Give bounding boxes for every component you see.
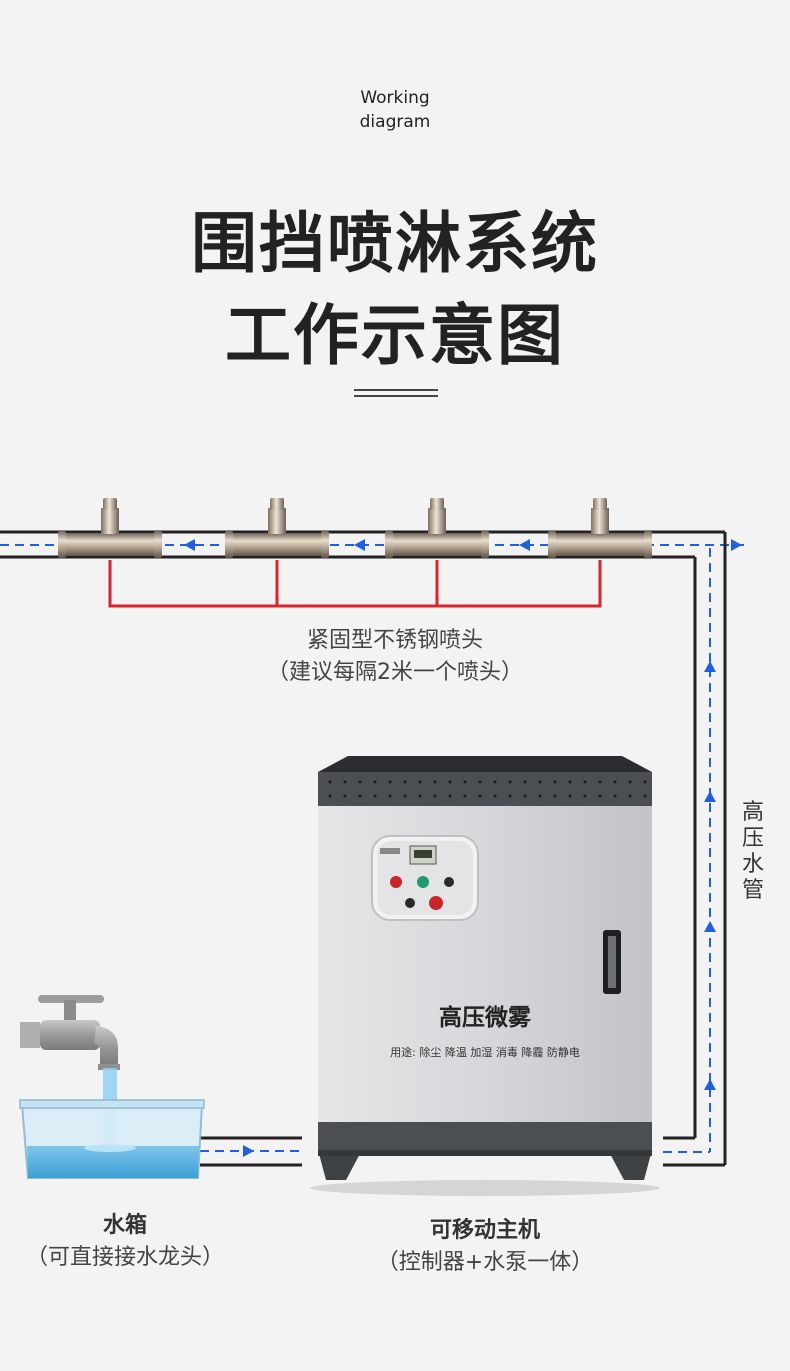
start-button[interactable] [417, 876, 429, 888]
cabinet-brand-label: 高压微雾 [439, 1004, 531, 1031]
title-line-2: 工作示意图 [225, 297, 565, 374]
nozzle-name: 紧固型不锈钢喷头 [306, 628, 483, 653]
nozzle [58, 498, 162, 558]
nozzle [225, 498, 329, 558]
water-tank [19, 1099, 205, 1179]
nozzle-link-lines [108, 560, 602, 608]
vertical-pipe [663, 532, 727, 1167]
nozzle-group [58, 498, 652, 558]
subtitle-line-1: Working [360, 88, 430, 108]
pipe-name-char: 压 [741, 826, 764, 851]
pipe-name-char: 高 [741, 800, 764, 825]
subtitle-line-2: diagram [359, 112, 431, 132]
cabinet-vent-band [318, 772, 652, 806]
tank-name: 水箱 [102, 1213, 147, 1238]
nozzle-note: （建议每隔2米一个喷头） [267, 660, 523, 685]
selector-knob[interactable] [405, 898, 415, 908]
nozzle-caption: 紧固型不锈钢喷头 （建议每隔2米一个喷头） [195, 625, 595, 689]
flow-arrow [519, 539, 530, 551]
inlet-pipe [200, 1136, 302, 1167]
nozzle [385, 498, 489, 558]
stop-button[interactable] [390, 876, 402, 888]
flow-arrow [704, 661, 716, 672]
title-line-1: 围挡喷淋系统 [191, 205, 599, 282]
selector-knob[interactable] [444, 877, 454, 887]
pipe-name-char: 管 [741, 878, 764, 903]
emergency-stop-button[interactable] [429, 896, 443, 910]
faucet [20, 995, 120, 1070]
nozzle [548, 498, 652, 558]
top-flow-arrows [184, 539, 742, 551]
flow-arrow [243, 1145, 254, 1157]
pipe-caption: 高 压 水 管 [738, 800, 768, 904]
vent-holes [328, 780, 647, 798]
flow-arrow [704, 1079, 716, 1090]
vertical-flow-arrows [704, 661, 716, 1090]
flow-arrow [354, 539, 365, 551]
host-caption: 可移动主机 （控制器+水泵一体） [330, 1215, 640, 1279]
host-cabinet [310, 756, 660, 1196]
tank-caption: 水箱 （可直接接水龙头） [0, 1210, 250, 1274]
flow-arrow [704, 791, 716, 802]
flow-arrow [184, 539, 195, 551]
host-note: （控制器+水泵一体） [376, 1250, 594, 1275]
tank-note: （可直接接水龙头） [25, 1245, 224, 1270]
flow-arrow [704, 921, 716, 932]
control-panel [371, 835, 479, 921]
title-divider [354, 389, 438, 397]
host-name: 可移动主机 [429, 1218, 540, 1243]
cabinet-uses-label: 用途: 除尘 降温 加湿 消毒 降霾 防静电 [390, 1046, 580, 1059]
flow-arrow [731, 539, 742, 551]
pipe-name-char: 水 [741, 852, 764, 877]
subtitle: Working diagram [0, 86, 790, 134]
